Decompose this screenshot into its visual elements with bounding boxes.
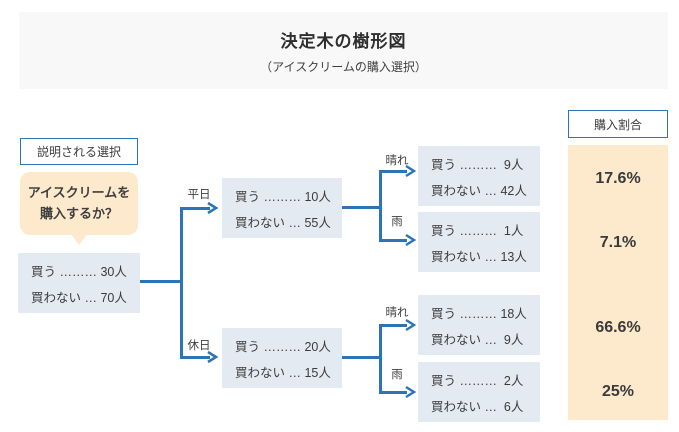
page-subtitle: （アイスクリームの購入選択） — [260, 60, 427, 74]
arrow-right-icon — [207, 350, 219, 364]
question-bubble: アイスクリームを 購入するか？ — [20, 172, 138, 235]
arrow-right-icon — [405, 233, 417, 247]
connector-holiday-sunny-arm — [379, 324, 407, 327]
node-holiday-sunny-notbuy: 買わない … 9人 — [431, 332, 524, 347]
ratio-holiday-rain: 25% — [601, 383, 635, 400]
node-holiday: 買う ……… 20人 買わない … 15人 — [222, 328, 342, 388]
ratio-column — [568, 145, 668, 420]
branch-label-holiday: 休日 — [187, 340, 211, 352]
connector-weekday-arm — [180, 207, 210, 210]
connector-holiday-arm — [180, 356, 210, 359]
branch-label-holiday-rain: 雨 — [391, 369, 403, 381]
node-holiday-sunny-buy: 買う ……… 18人 — [431, 306, 527, 321]
node-root: 買う ……… 30人 買わない … 70人 — [18, 253, 140, 313]
arrow-right-icon — [405, 385, 417, 399]
connector-holiday-rain-arm — [379, 391, 407, 394]
header: 決定木の樹形図 （アイスクリームの購入選択） — [19, 12, 668, 89]
node-weekday-sunny-buy: 買う ……… 9人 — [431, 157, 524, 172]
node-holiday-sunny: 買う ……… 18人 買わない … 9人 — [418, 295, 540, 355]
connector-weekday-sunny-arm — [379, 170, 407, 173]
branch-label-weekday-rain: 雨 — [391, 216, 403, 228]
connector-weekday-feeder — [342, 206, 380, 209]
branch-label-holiday-sunny: 晴れ — [385, 307, 409, 319]
question-line-2: 購入するか？ — [39, 205, 118, 221]
node-weekday-sunny-notbuy: 買わない … 42人 — [431, 183, 527, 198]
node-weekday-sunny: 買う ……… 9人 買わない … 42人 — [418, 146, 540, 206]
node-holiday-rain-buy: 買う ……… 2人 — [431, 373, 524, 388]
node-weekday-rain: 買う ……… 1人 買わない … 13人 — [418, 212, 540, 272]
connector-holiday-trunk — [379, 324, 382, 394]
node-root-buy: 買う ……… 30人 — [31, 264, 127, 279]
node-weekday-rain-notbuy: 買わない … 13人 — [431, 249, 527, 264]
node-holiday-buy: 買う ……… 20人 — [235, 339, 331, 354]
node-holiday-notbuy: 買わない … 15人 — [235, 365, 331, 380]
branch-label-weekday: 平日 — [187, 189, 211, 201]
node-holiday-rain-notbuy: 買わない … 6人 — [431, 399, 524, 414]
page-title: 決定木の樹形図 — [280, 32, 407, 51]
node-weekday: 買う ……… 10人 買わない … 55人 — [222, 178, 342, 238]
ratio-weekday-rain: 7.1% — [599, 234, 637, 251]
node-holiday-rain: 買う ……… 2人 買わない … 6人 — [418, 362, 540, 422]
node-weekday-buy: 買う ……… 10人 — [235, 189, 331, 204]
node-weekday-notbuy: 買わない … 55人 — [235, 215, 331, 230]
arrow-right-icon — [405, 318, 417, 332]
ratio-holiday-sunny: 66.6% — [595, 319, 641, 336]
connector-root-feeder — [140, 280, 180, 283]
branch-label-weekday-sunny: 晴れ — [385, 155, 409, 167]
ratio-weekday-sunny: 17.6% — [595, 170, 641, 187]
purchase-ratio-label: 購入割合 — [568, 110, 668, 138]
arrow-right-icon — [405, 164, 417, 178]
connector-weekday-rain-arm — [379, 239, 407, 242]
node-root-notbuy: 買わない … 70人 — [31, 290, 127, 305]
connector-weekday-trunk — [379, 170, 382, 242]
connector-level1-trunk — [180, 207, 183, 359]
explained-choice-label: 説明される選択 — [20, 138, 138, 165]
question-line-1: アイスクリームを — [27, 185, 131, 201]
arrow-right-icon — [207, 201, 219, 215]
bubble-tail — [70, 233, 88, 245]
node-weekday-rain-buy: 買う ……… 1人 — [431, 223, 524, 238]
connector-holiday-feeder — [342, 356, 380, 359]
